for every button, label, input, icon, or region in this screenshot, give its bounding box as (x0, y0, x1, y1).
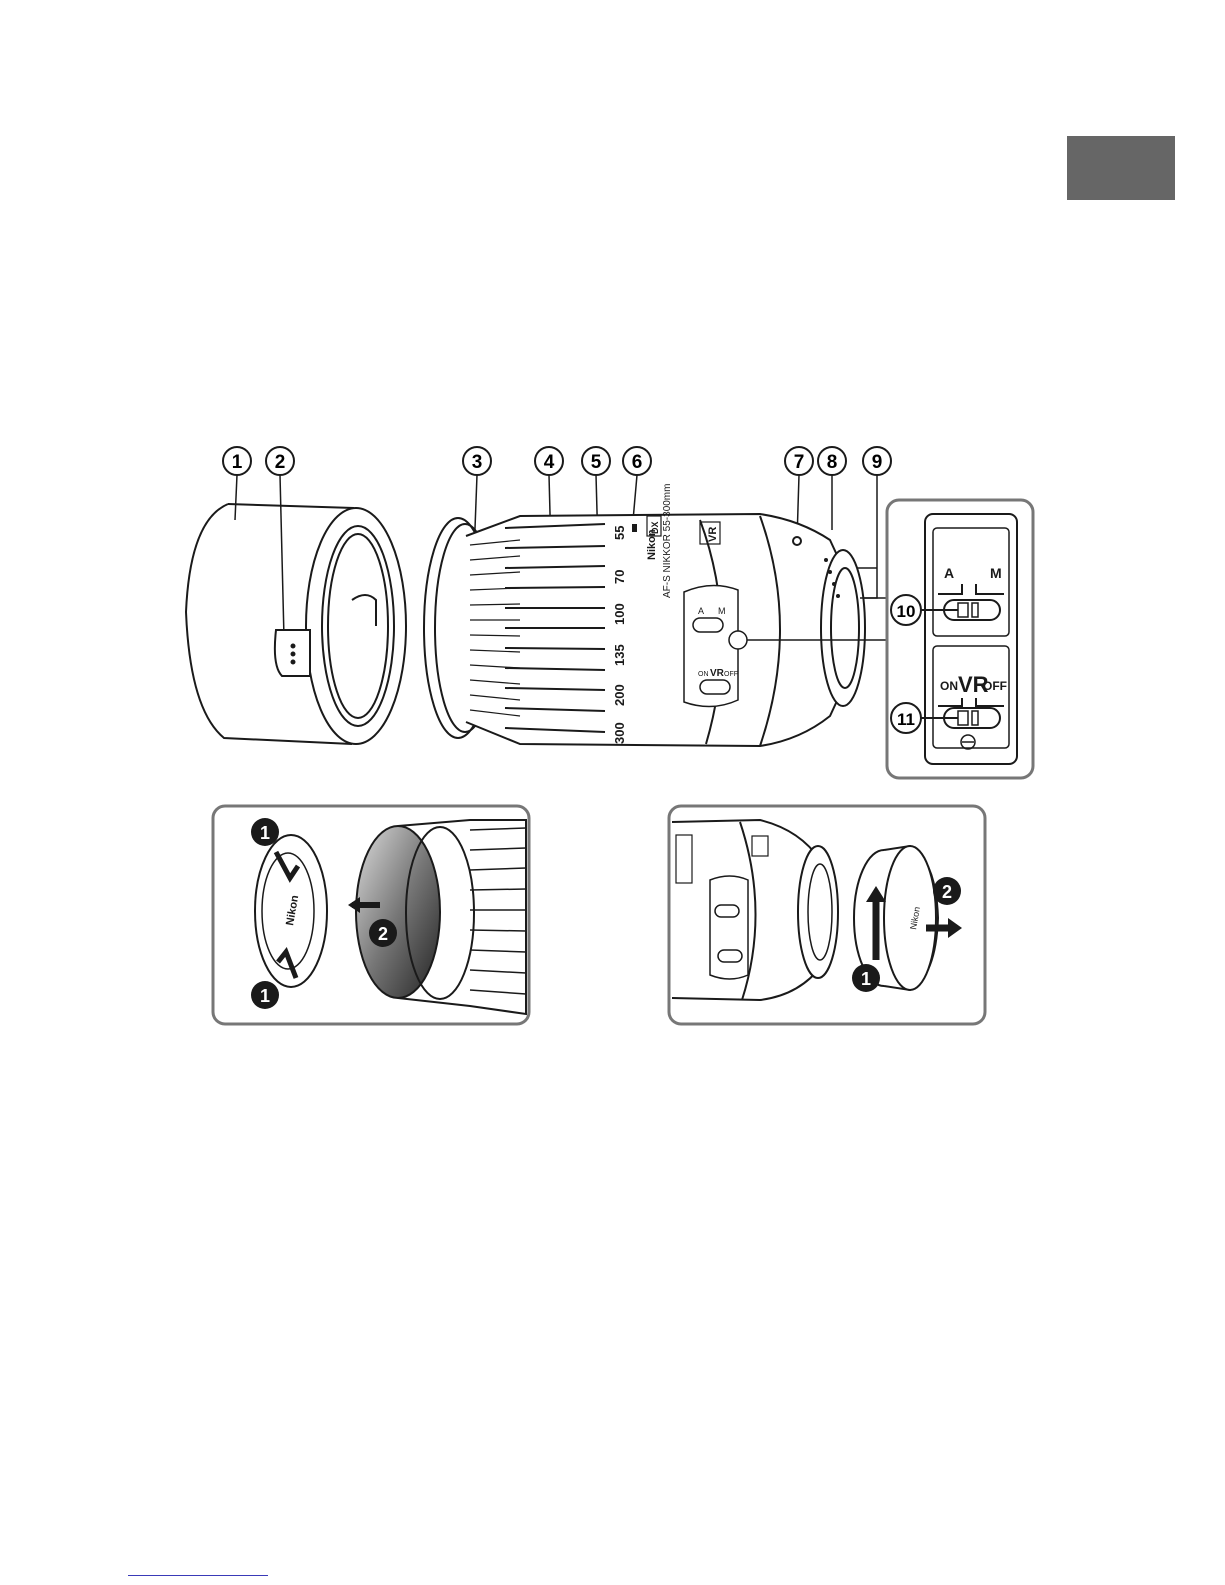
svg-text:6: 6 (632, 452, 643, 473)
svg-text:10: 10 (897, 602, 916, 621)
svg-text:OFF: OFF (983, 679, 1007, 693)
callout-8: 8 (818, 447, 846, 530)
svg-text:1: 1 (861, 969, 871, 989)
svg-text:2: 2 (378, 924, 388, 944)
svg-text:A: A (698, 606, 704, 616)
svg-text:M: M (718, 606, 726, 616)
lens-hood (186, 504, 406, 744)
svg-text:ON: ON (698, 671, 709, 678)
front-cap-panel: Nikon 1 1 2 (213, 806, 529, 1024)
svg-text:200: 200 (612, 684, 627, 706)
svg-text:4: 4 (544, 452, 555, 473)
svg-text:55: 55 (612, 526, 627, 540)
svg-text:OFF: OFF (724, 671, 738, 678)
footer-link-underline (128, 1575, 268, 1576)
svg-text:9: 9 (872, 452, 883, 473)
rear-cap-panel: Nikon 1 2 (669, 806, 985, 1024)
svg-text:2: 2 (275, 452, 286, 473)
svg-text:A: A (944, 565, 954, 581)
svg-text:VR: VR (710, 668, 725, 679)
svg-text:ON: ON (940, 679, 958, 693)
mounting-mark (632, 524, 637, 532)
switch-detail-panel: A M ON VR OFF (887, 500, 1033, 778)
svg-text:M: M (990, 565, 1002, 581)
svg-text:135: 135 (612, 644, 627, 666)
svg-text:1: 1 (232, 452, 243, 473)
callout-1: 1 (223, 447, 251, 520)
svg-text:DX: DX (650, 521, 660, 534)
svg-text:100: 100 (612, 603, 627, 625)
callout-2: 2 (266, 447, 294, 638)
svg-text:11: 11 (897, 710, 915, 729)
svg-text:1: 1 (260, 986, 270, 1006)
svg-text:300: 300 (612, 722, 627, 744)
lens-body (424, 514, 865, 746)
svg-text:1: 1 (260, 823, 270, 843)
svg-text:70: 70 (612, 570, 627, 584)
svg-text:3: 3 (472, 452, 483, 473)
svg-text:AF-S NIKKOR 55-300mm: AF-S NIKKOR 55-300mm (662, 484, 673, 598)
lens-switch-area: A M ON VR OFF (684, 585, 738, 706)
svg-text:5: 5 (591, 452, 602, 473)
svg-text:VR: VR (707, 527, 719, 542)
svg-text:7: 7 (794, 452, 805, 473)
svg-text:8: 8 (827, 452, 838, 473)
svg-text:2: 2 (942, 882, 952, 902)
